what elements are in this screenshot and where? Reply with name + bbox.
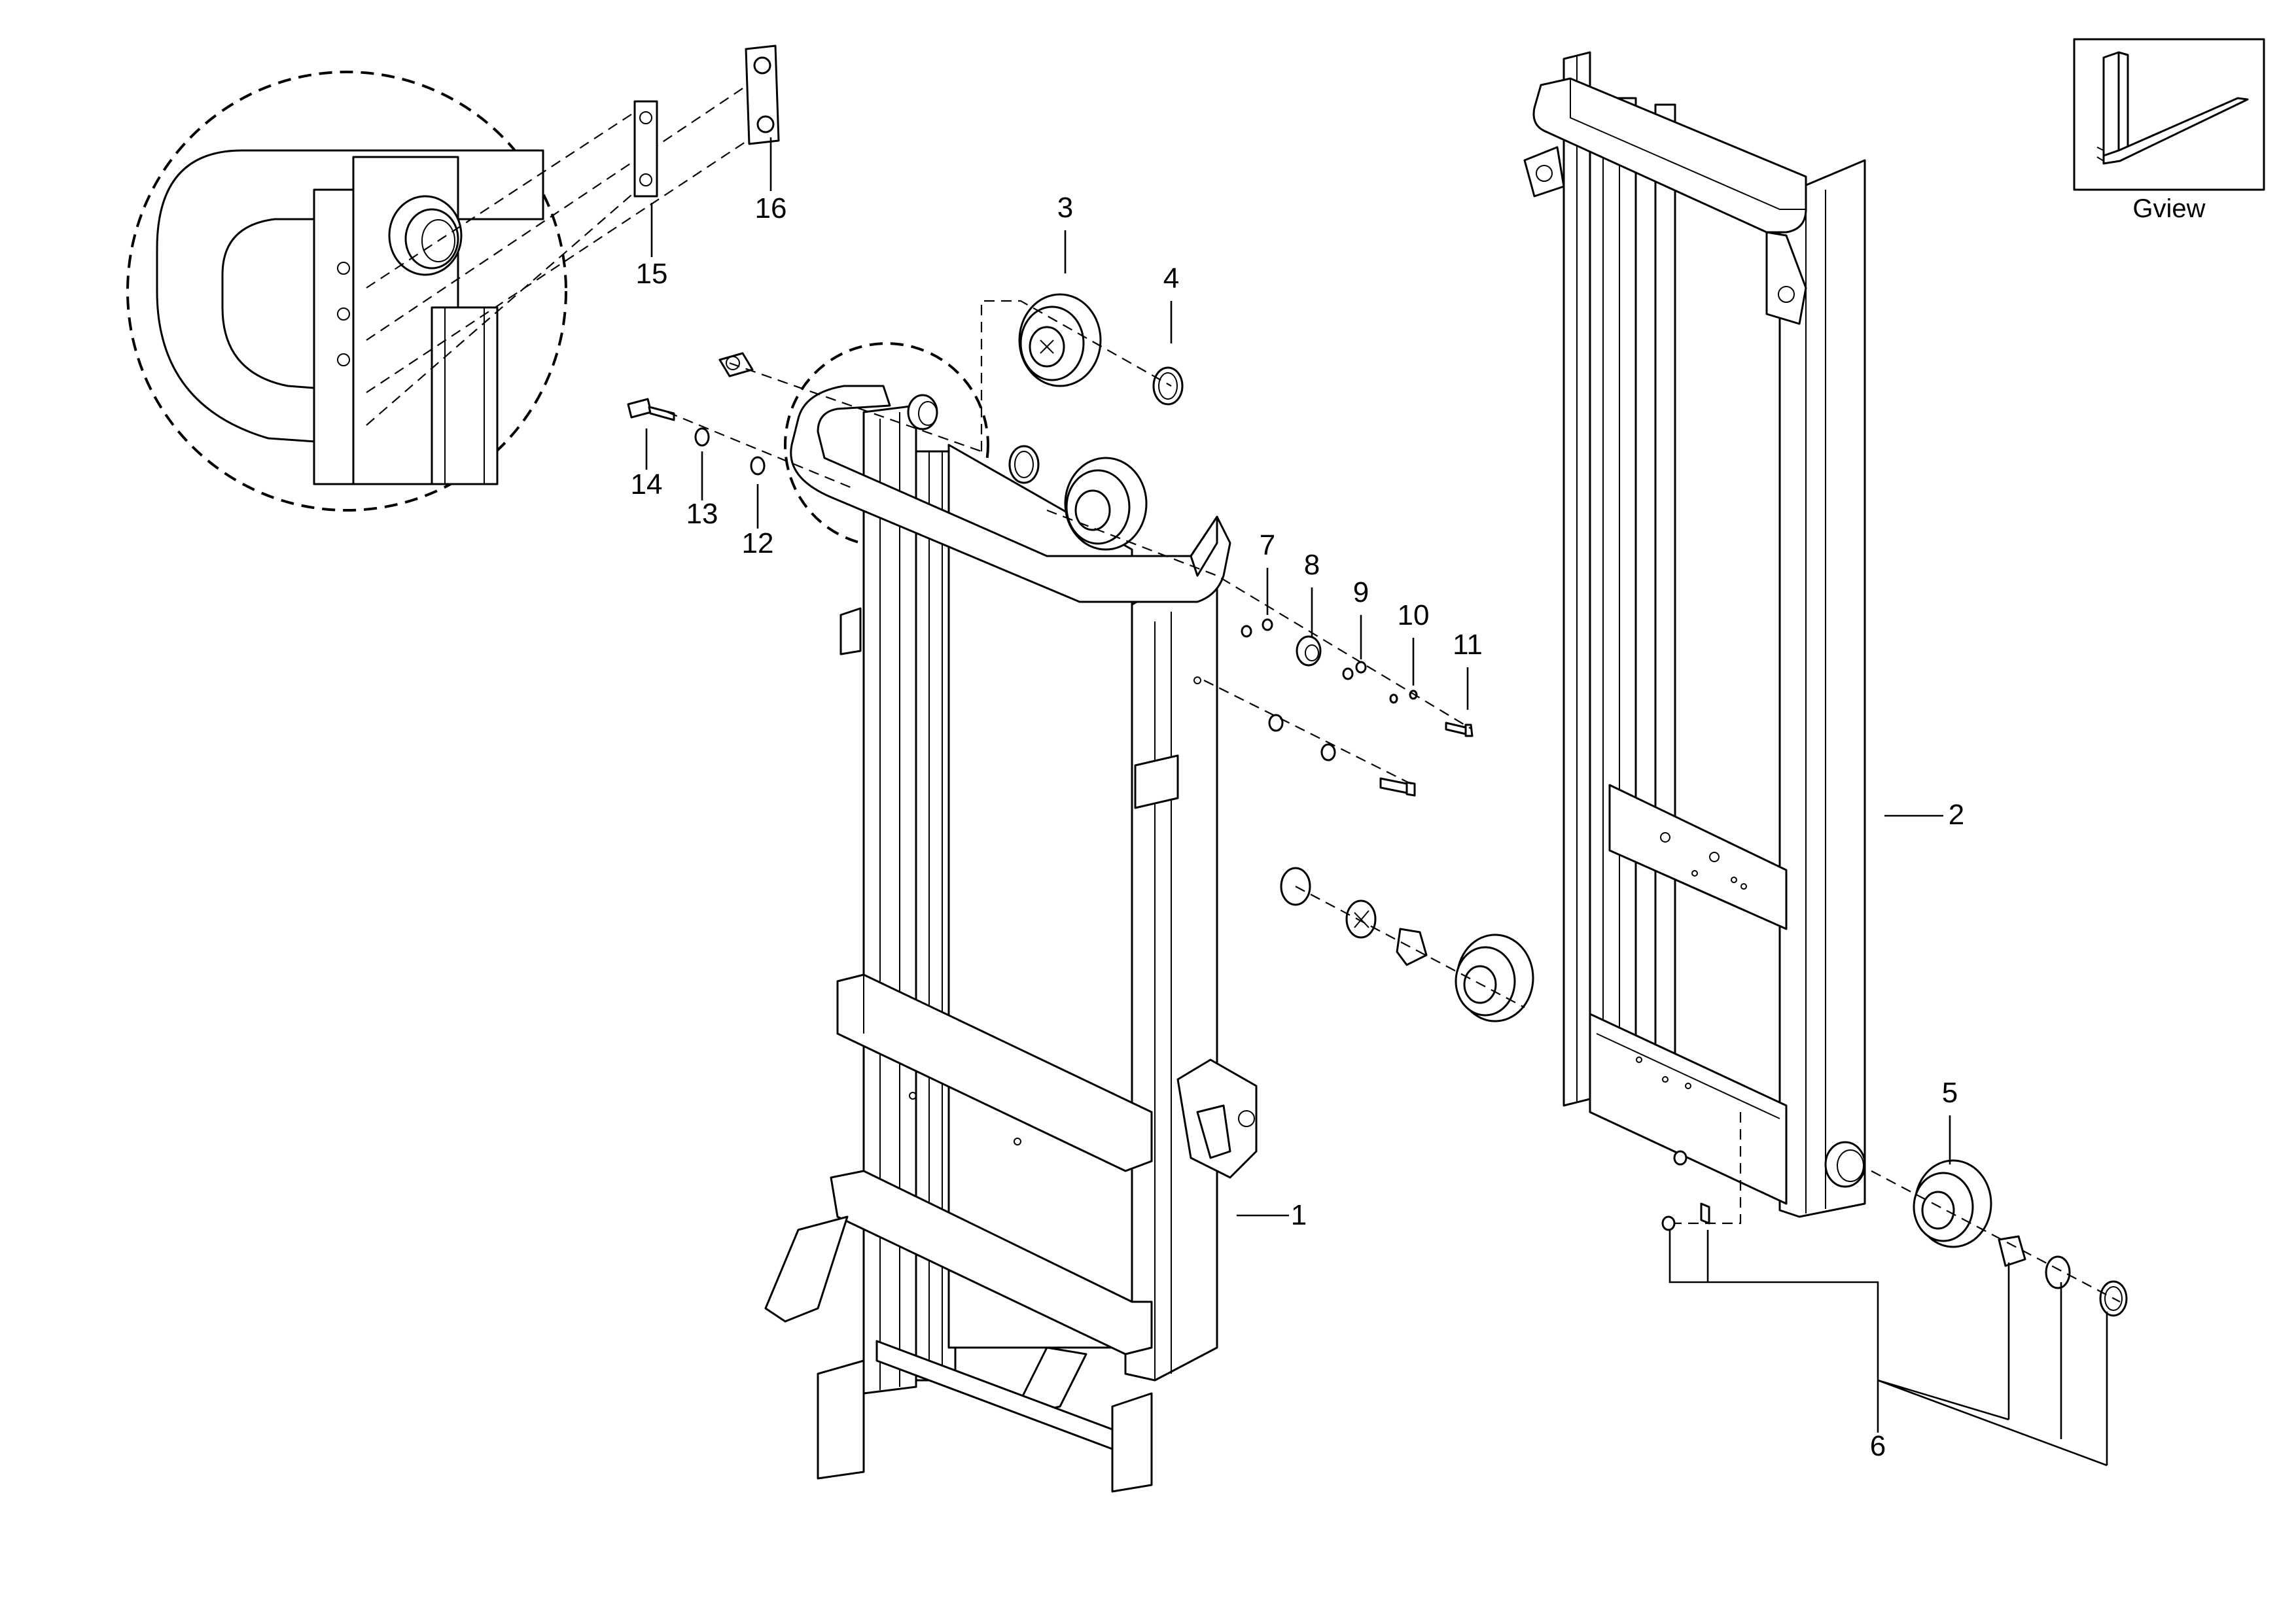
callout-number: 15: [636, 258, 668, 290]
callout-part-1: 1: [1237, 1199, 1307, 1231]
callout-part-6: 6: [1870, 1380, 1886, 1462]
part-15-plate: [633, 100, 658, 198]
callout-part-8: 8: [1304, 549, 1320, 638]
fork-thumbnail: [2096, 51, 2249, 165]
callout-number: 9: [1353, 576, 1369, 608]
gview-label: Gview: [2132, 194, 2205, 223]
roller-assembly-mid: [1280, 867, 1534, 1022]
callout-part-3: 3: [1057, 192, 1073, 273]
callout-number: 13: [686, 498, 718, 530]
mast-2: [1523, 51, 1866, 1218]
detail-circle: [126, 71, 567, 512]
part-6-bracket-lines: [1669, 1230, 2108, 1467]
retaining-ring-4: [1152, 366, 1184, 406]
detail-dash-lines: [366, 68, 773, 426]
callout-part-11: 11: [1453, 629, 1483, 710]
callout-part-14: 14: [631, 428, 663, 500]
roller-pin-mast2: [1824, 1141, 1866, 1188]
callout-part-12: 12: [742, 484, 774, 559]
roller-assembly-6-rings: [1998, 1235, 2128, 1317]
callout-part-13: 13: [686, 451, 718, 530]
callout-part-4: 4: [1163, 262, 1179, 343]
callout-part-16: 16: [755, 137, 787, 224]
callout-part-9: 9: [1353, 576, 1369, 659]
gview-inset: Gview: [2073, 38, 2265, 223]
callout-part-7: 7: [1260, 529, 1275, 615]
retaining-ring-upper-mast1: [1008, 445, 1040, 484]
bearing-roller-5: [1913, 1159, 1992, 1248]
callout-number: 8: [1304, 549, 1320, 581]
callout-number: 2: [1949, 799, 1964, 831]
callout-number: 4: [1163, 262, 1179, 294]
callout-number: 12: [742, 527, 774, 559]
bearing-roller-upper-mast1: [1064, 457, 1148, 551]
callout-part-15: 15: [636, 203, 668, 290]
callout-number: 16: [755, 192, 787, 224]
mast-1: [764, 385, 1258, 1493]
assembly-dash-lines: [667, 300, 2121, 1302]
callout-number: 7: [1260, 529, 1275, 561]
part-16-bracket: [745, 44, 780, 145]
callout-number: 1: [1291, 1199, 1307, 1231]
callout-number: 14: [631, 468, 663, 500]
callout-part-10: 10: [1398, 599, 1430, 686]
hardware-right: [1241, 618, 1710, 1231]
hardware-left: [627, 352, 766, 476]
detail-magnifier: [126, 71, 567, 512]
callout-part-5: 5: [1942, 1077, 1958, 1164]
callout-number: 10: [1398, 599, 1430, 631]
callout-number: 5: [1942, 1077, 1958, 1109]
callout-number: 11: [1453, 629, 1483, 661]
callout-part-2: 2: [1884, 799, 1964, 831]
bearing-roller-3: [1018, 293, 1102, 387]
callout-number: 3: [1057, 192, 1073, 224]
callout-number: 6: [1870, 1430, 1886, 1462]
